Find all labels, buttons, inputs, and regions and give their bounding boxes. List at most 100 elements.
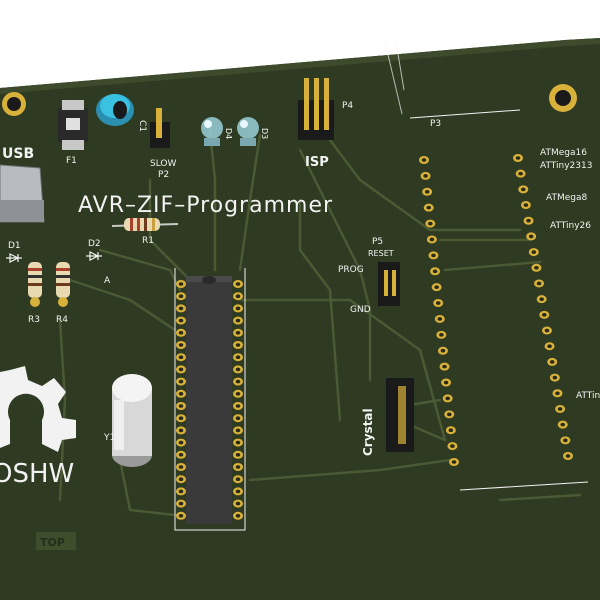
- socket-pad-hole: [563, 438, 568, 443]
- r4-label: R4: [56, 315, 68, 325]
- ic-pin-hole: [178, 294, 184, 299]
- ic-pin-hole: [235, 355, 241, 360]
- socket-pad-hole: [443, 380, 449, 385]
- socket-pad-hole: [421, 158, 427, 162]
- socket-pad-hole: [547, 344, 552, 349]
- ic-pin-hole: [235, 477, 241, 482]
- board-title: AVR–ZIF–Programmer: [78, 193, 333, 218]
- p3-outline: [409, 109, 589, 491]
- socket-pad-hole: [450, 444, 455, 448]
- socket-pad-hole: [531, 250, 537, 254]
- ic-pin-hole: [178, 355, 184, 360]
- ic-pin-hole: [235, 440, 241, 445]
- ic-pin-hole: [235, 392, 241, 396]
- jumper-p2-slow: [150, 108, 170, 148]
- ic-pin-hole: [235, 489, 241, 494]
- socket-pad-hole: [521, 187, 526, 192]
- ic-pin-hole: [235, 282, 241, 286]
- ic-pin-hole: [178, 306, 184, 311]
- a-label: A: [104, 276, 111, 286]
- socket-pad-hole: [565, 454, 571, 458]
- socket-pad-hole: [549, 360, 555, 364]
- socket-pad-hole: [451, 460, 457, 464]
- p4-label: P4: [342, 101, 353, 111]
- gnd-label: GND: [350, 305, 371, 315]
- socket-pads-left: [419, 156, 459, 466]
- mounting-hole: [2, 92, 26, 116]
- socket-pad-hole: [560, 422, 565, 427]
- socket-pad-hole: [523, 203, 529, 207]
- ic-pin-hole: [178, 331, 184, 335]
- c1-label: C1: [137, 120, 147, 132]
- ic-pins-right: [233, 280, 243, 520]
- ic-pin-hole: [178, 392, 184, 396]
- ic-pin-hole: [178, 465, 184, 469]
- ic-pin-hole: [235, 343, 241, 347]
- ic-pin-hole: [235, 428, 241, 433]
- ic-pin-hole: [178, 514, 184, 518]
- pcb-board-edge: [0, 38, 600, 94]
- top-marker: TOP: [40, 536, 65, 549]
- socket-pad-hole: [423, 174, 428, 178]
- ic-pin-hole: [235, 465, 241, 469]
- ic-pin-hole: [235, 416, 241, 421]
- ic-pin-hole: [178, 440, 184, 445]
- target-label-attiny26: ATTiny26: [550, 221, 591, 231]
- ic-outline: [174, 268, 246, 531]
- p3-label: P3: [430, 119, 441, 129]
- socket-pad-hole: [515, 156, 521, 160]
- dip-ic: [186, 276, 232, 524]
- diode-d1: [6, 253, 22, 263]
- reset-label: RESET: [368, 249, 394, 258]
- led-d4: [201, 117, 223, 146]
- isp-header-p4: [298, 78, 334, 140]
- socket-pad-hole: [447, 412, 452, 417]
- ic-pin-hole: [235, 379, 241, 384]
- crystal-jumper: [386, 378, 414, 452]
- ic-pin-hole: [235, 501, 241, 506]
- crystal-label: Crystal: [361, 408, 375, 456]
- socket-pad-hole: [439, 333, 444, 337]
- ic-pin-hole: [178, 477, 184, 482]
- target-label-atmega8: ATMega8: [546, 193, 587, 203]
- socket-pad-hole: [528, 234, 534, 239]
- ic-pin-hole: [235, 367, 241, 372]
- ic-pin-hole: [178, 501, 184, 506]
- diode-d2: [86, 251, 102, 261]
- ic-pin-hole: [178, 367, 184, 372]
- socket-pad-hole: [432, 269, 438, 274]
- d3-label: D3: [260, 128, 269, 139]
- ic-pin-hole: [235, 318, 241, 323]
- socket-pad-hole: [542, 313, 547, 317]
- socket-pad-hole: [557, 407, 563, 411]
- p5-label: P5: [372, 237, 383, 247]
- ic-pin-hole: [235, 294, 241, 299]
- socket-pad-hole: [424, 189, 430, 194]
- f1-label: F1: [66, 156, 77, 166]
- socket-pad-hole: [536, 281, 542, 286]
- socket-pad-hole: [437, 317, 443, 321]
- socket-pad-hole: [518, 171, 523, 176]
- ic-pin-hole: [178, 379, 184, 384]
- ic-pin-hole: [178, 416, 184, 421]
- socket-pad-hole: [534, 265, 539, 270]
- mounting-hole: [549, 84, 577, 112]
- socket-pad-hole: [440, 348, 446, 353]
- isp-label: ISP: [305, 155, 329, 170]
- capacitor-c1: [96, 94, 134, 126]
- crystal-y1: [112, 374, 152, 467]
- socket-pad-hole: [539, 297, 544, 301]
- r3-label: R3: [28, 315, 40, 325]
- resistor-r1: [111, 218, 179, 231]
- oshw-logo: [0, 366, 76, 452]
- socket-pad-hole: [435, 301, 441, 305]
- slow-label: SLOW: [150, 159, 176, 169]
- ic-pin-hole: [178, 489, 184, 494]
- jumper-p5: [378, 262, 400, 306]
- usb-label: USB: [2, 146, 34, 162]
- fuse-f1: [58, 100, 88, 150]
- target-label-attiny: ATTiny: [576, 391, 600, 401]
- d4-label: D4: [224, 128, 233, 139]
- socket-pad-hole: [552, 375, 558, 380]
